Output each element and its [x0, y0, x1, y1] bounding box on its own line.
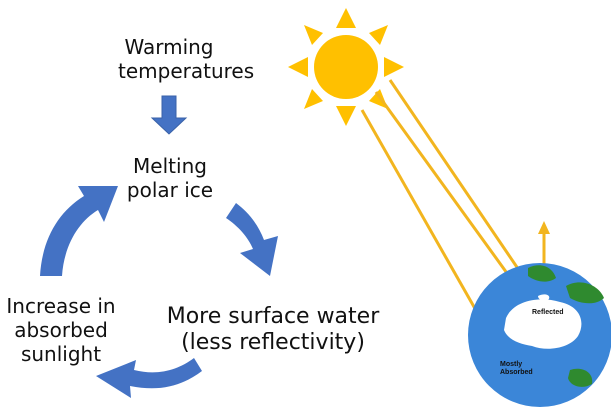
down-arrow-icon	[150, 95, 188, 135]
mostly-absorbed-label: Mostly Absorbed	[500, 361, 533, 376]
melting-polar-ice-label: Melting polar ice	[126, 154, 214, 202]
cycle-arrow-right-icon	[226, 203, 278, 276]
cycle-arrow-left-icon	[40, 186, 118, 276]
antarctica-ice-icon	[504, 299, 582, 349]
land-mass-top-icon	[528, 265, 556, 282]
land-mass-bottom-right-icon	[568, 368, 593, 387]
warming-temperatures-label: Warming temperatures	[118, 35, 255, 83]
cycle-arrow-bottom-icon	[96, 358, 202, 398]
reflected-label: Reflected	[532, 309, 564, 316]
absorbed-sunlight-label: Increase in absorbed sunlight	[6, 294, 116, 366]
land-mass-right-icon	[566, 282, 604, 304]
earth-globe-icon	[468, 263, 611, 407]
surface-water-label: More surface water (less reflectivity)	[166, 304, 380, 356]
